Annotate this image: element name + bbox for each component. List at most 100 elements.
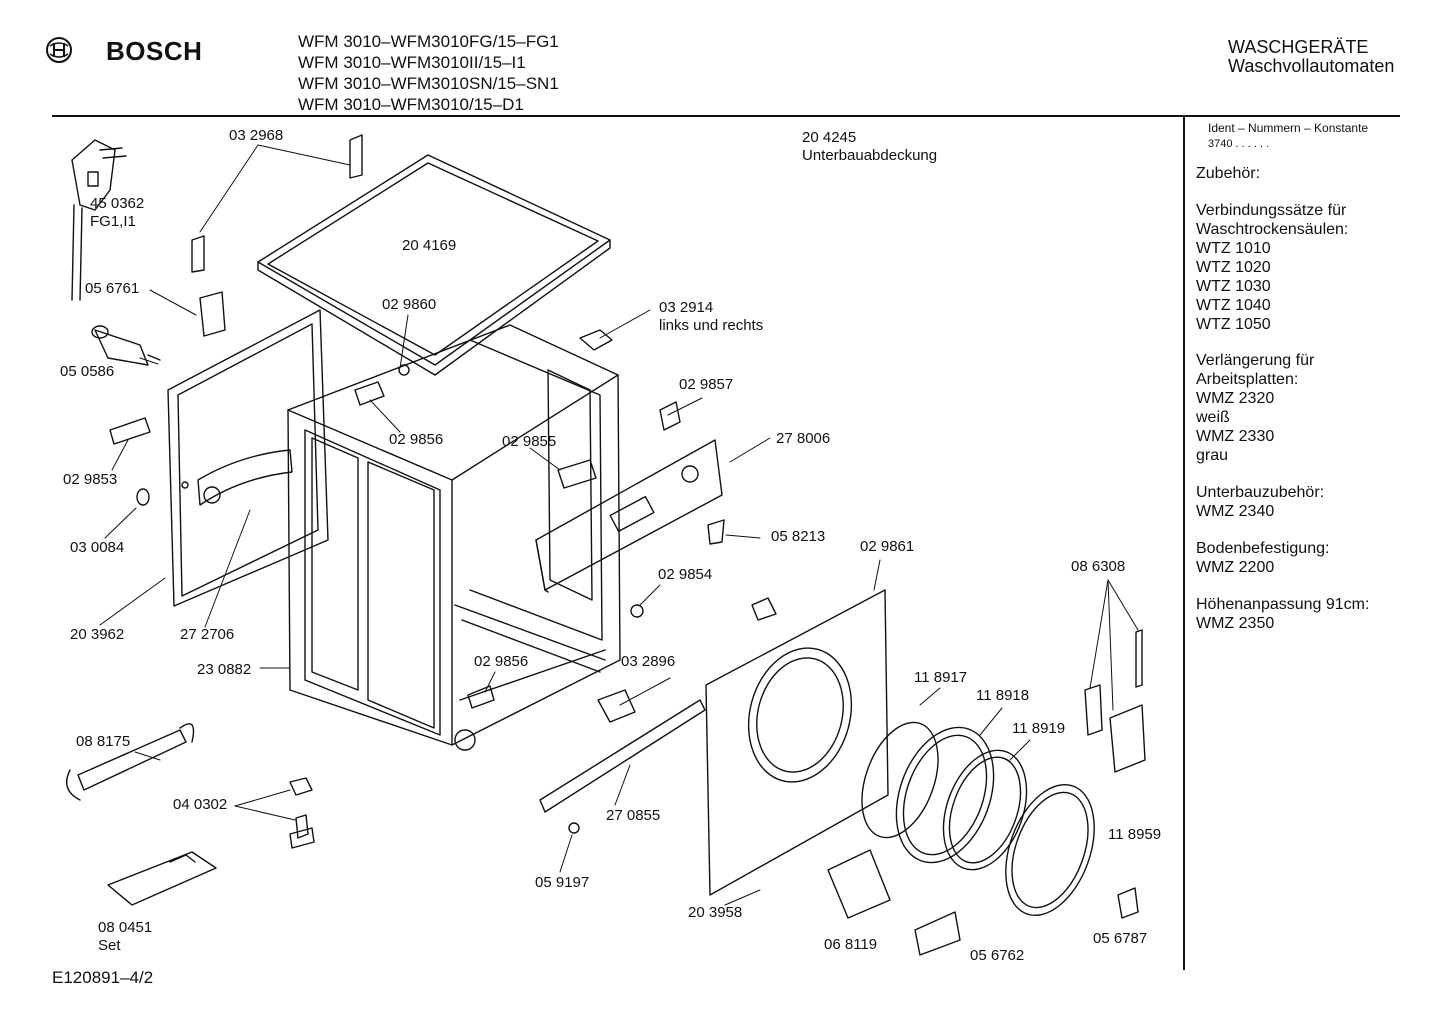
part-label-line: 05 6787 [1093, 930, 1148, 947]
part-label-p030084: 03 0084 [70, 539, 124, 557]
stacking-bracket-icon [1084, 629, 1146, 773]
accessories-title: Zubehör: [1196, 165, 1261, 182]
accessory-line: Höhenanpassung 91cm: [1196, 596, 1370, 613]
control-panel-icon [535, 439, 723, 593]
part-label-line: 08 0451 [98, 919, 153, 936]
part-label-p230882: 23 0882 [197, 661, 251, 679]
part-label-line: 03 2968 [229, 127, 284, 144]
part-label-line: 11 8918 [976, 687, 1030, 704]
part-label-p029856b: 02 9856 [474, 653, 528, 671]
model-list: WFM 3010–WFM3010FG/15–FG1 WFM 3010–WFM30… [298, 31, 559, 115]
part-label-line: 02 9856 [389, 431, 444, 448]
accessory-line: Arbeitsplatten: [1196, 371, 1299, 388]
accessory-line: Verbindungssätze für [1196, 202, 1347, 219]
accessory-line: WTZ 1010 [1196, 240, 1271, 257]
part-label-line: 11 8917 [914, 669, 968, 686]
part-label-line: 27 8006 [776, 430, 831, 447]
nut-bolt-icon [289, 777, 315, 849]
front-panel-icon [705, 589, 889, 896]
part-label-p056762: 05 6762 [970, 947, 1024, 965]
part-label-line: 04 0302 [173, 796, 228, 813]
part-label-p029853: 02 9853 [63, 471, 117, 489]
model-line: WFM 3010–WFM3010FG/15–FG1 [298, 32, 559, 51]
part-label-p118917: 11 8917 [914, 669, 967, 687]
part-label-line: 11 8919 [1012, 720, 1066, 737]
part-label-p203958: 20 3958 [688, 904, 742, 922]
door-handle-icon [827, 849, 891, 919]
part-label-p270855: 27 0855 [606, 807, 660, 825]
top-cover-icon [257, 154, 611, 376]
part-label-line: 11 8959 [1108, 826, 1162, 843]
accessory-group: Höhenanpassung 91cm:WMZ 2350 [1196, 595, 1369, 633]
part-label-p032968: 03 2968 [229, 127, 283, 145]
accessory-line: WMZ 2200 [1196, 559, 1275, 576]
accessory-line: weiß [1196, 409, 1230, 426]
rear-panel-icon [167, 309, 329, 607]
accessory-line: Bodenbefestigung: [1196, 540, 1330, 557]
part-label-line: 20 4169 [402, 237, 457, 254]
part-label-p059197: 05 9197 [535, 874, 589, 892]
door-hinge-icon [1117, 887, 1139, 919]
base-plate-icon [107, 851, 217, 906]
part-label-line: FG1,I1 [90, 213, 136, 230]
part-label-p118919: 11 8919 [1012, 720, 1065, 738]
part-label-line: 06 8119 [824, 936, 878, 953]
part-label-line: 20 3962 [70, 626, 125, 643]
accessory-line: WMZ 2320 [1196, 390, 1275, 407]
part-label-line: links und rechts [659, 317, 764, 334]
part-label-p040302: 04 0302 [173, 796, 227, 814]
ident-title: Ident – Nummern – Konstante [1208, 121, 1369, 135]
part-label-line: 02 9853 [63, 471, 118, 488]
part-label-line: 05 6762 [970, 947, 1025, 964]
power-plug-icon [71, 139, 127, 301]
cover-strip-icon [539, 699, 706, 813]
part-label-p068119: 06 8119 [824, 936, 877, 954]
door-lock-icon [914, 911, 961, 956]
accessory-group: Unterbauzubehör:WMZ 2340 [1196, 483, 1324, 521]
header-divider [52, 115, 1400, 117]
accessory-line: grau [1196, 447, 1229, 464]
part-label-p088175: 08 8175 [76, 733, 130, 751]
door-rings-icon [861, 721, 1095, 917]
part-label-line: 08 6308 [1071, 558, 1126, 575]
part-label-p203962: 20 3962 [70, 626, 124, 644]
part-label-line: 03 2914 [659, 299, 714, 316]
part-label-line: 20 4245 [802, 129, 857, 146]
part-label-p278006: 27 8006 [776, 430, 830, 448]
part-label-p029856a: 02 9856 [389, 431, 443, 449]
model-line: WFM 3010–WFM3010/15–D1 [298, 95, 524, 114]
part-label-p029861: 02 9861 [860, 538, 914, 556]
part-label-line: 05 0586 [60, 363, 115, 380]
accessory-line: WTZ 1020 [1196, 259, 1271, 276]
clip-icons [109, 134, 777, 834]
part-label-line: 45 0362 [90, 195, 145, 212]
part-label-p272706: 27 2706 [180, 626, 234, 644]
accessory-line: Verlängerung für [1196, 352, 1315, 369]
category-block: WASCHGERÄTE Waschvollautomaten [1228, 38, 1394, 76]
part-label-line: 27 2706 [180, 626, 235, 643]
part-label-p029855: 02 9855 [502, 433, 556, 451]
part-label-line: Unterbauabdeckung [802, 147, 938, 164]
accessory-line: WMZ 2340 [1196, 503, 1275, 520]
part-label-line: 05 9197 [535, 874, 590, 891]
part-label-line: Set [98, 937, 121, 954]
part-label-p058213: 05 8213 [771, 528, 825, 546]
model-line: WFM 3010–WFM3010II/15–I1 [298, 53, 526, 72]
part-label-line: 02 9860 [382, 296, 437, 313]
part-label-p029860: 02 9860 [382, 296, 436, 314]
part-label-line: 02 9861 [860, 538, 915, 555]
part-label-p050586: 05 0586 [60, 363, 114, 381]
accessory-line: Waschtrockensäulen: [1196, 221, 1349, 238]
part-label-p204169: 20 4169 [402, 237, 456, 255]
part-label-p118918: 11 8918 [976, 687, 1029, 705]
sidebar-divider [1183, 116, 1185, 970]
inlet-valve-icon [91, 325, 161, 366]
accessory-line: WTZ 1030 [1196, 278, 1271, 295]
brand-name: BOSCH [106, 36, 203, 66]
part-label-line: 08 8175 [76, 733, 131, 750]
